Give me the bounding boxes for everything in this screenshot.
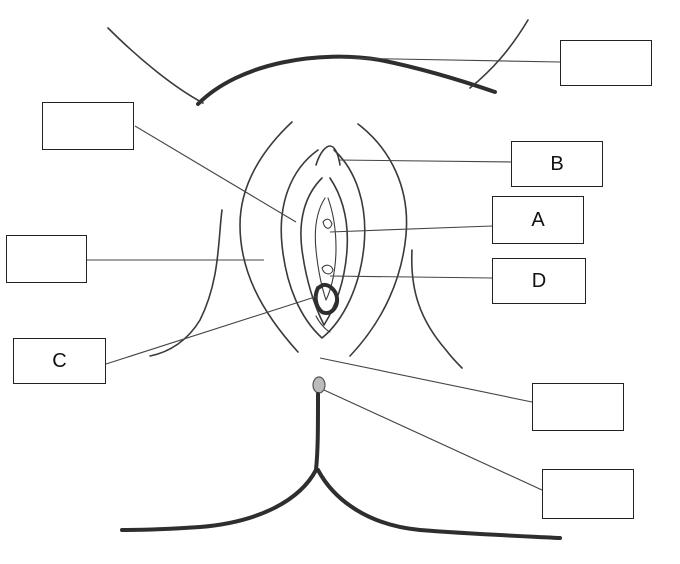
- leader-lower-right: [319, 357, 533, 403]
- labia-majora: [280, 149, 366, 339]
- label-text: A: [531, 208, 545, 231]
- vaginal-opening: [313, 282, 340, 315]
- label-box-a[interactable]: A: [492, 196, 584, 244]
- label-box-bottom-right[interactable]: [542, 469, 634, 519]
- left-thigh-line: [149, 209, 223, 357]
- label-text: B: [550, 152, 564, 175]
- right-outer-fold: [349, 123, 408, 357]
- leader-b: [337, 159, 512, 163]
- label-text: D: [531, 269, 547, 292]
- label-box-b[interactable]: B: [511, 141, 603, 187]
- leader-a: [329, 225, 493, 233]
- clitoral-hood: [315, 145, 341, 166]
- left-buttock: [120, 468, 318, 532]
- clitoris-mark: [322, 218, 333, 229]
- label-box-mid-left[interactable]: [6, 235, 87, 283]
- right-thigh-line: [410, 249, 463, 369]
- label-text: C: [52, 349, 67, 372]
- leader-top-right: [339, 57, 561, 63]
- label-box-top-left[interactable]: [42, 102, 134, 150]
- urethral-opening: [321, 264, 334, 275]
- abdomen-outline: [196, 54, 497, 106]
- perineum-mark: [315, 315, 331, 333]
- leader-d: [329, 275, 493, 279]
- labia-minora: [300, 177, 349, 326]
- label-box-d[interactable]: D: [492, 258, 586, 304]
- leader-c: [105, 295, 319, 365]
- leader-bottom-right: [323, 389, 543, 491]
- anus: [312, 376, 326, 394]
- label-box-c[interactable]: C: [13, 338, 106, 384]
- right-buttock: [316, 468, 562, 540]
- abdomen-line-right: [469, 19, 529, 89]
- label-box-lower-right[interactable]: [532, 383, 624, 431]
- left-outer-fold: [239, 121, 299, 353]
- label-box-top-right[interactable]: [560, 40, 652, 86]
- abdomen-line-left: [107, 27, 204, 104]
- leader-top-left: [134, 125, 297, 223]
- gluteal-cleft: [314, 392, 320, 472]
